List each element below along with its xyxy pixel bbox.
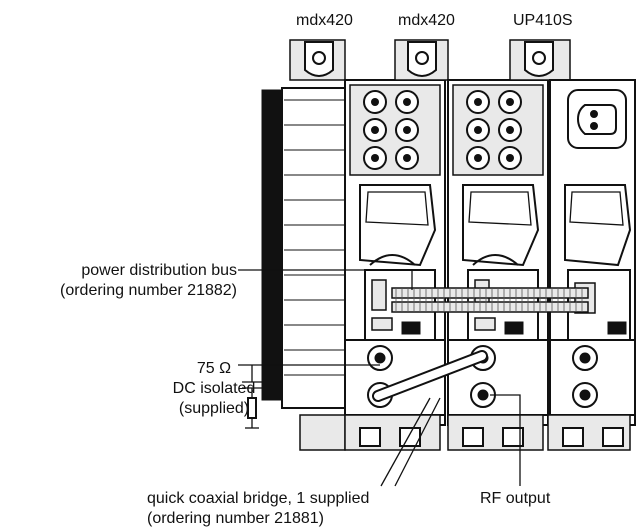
module-up410s (509, 39, 636, 451)
power-socket-icon (576, 104, 617, 135)
bridge-ordering-label: (ordering number 21881) (147, 510, 324, 527)
terminator-resistor-icon (242, 365, 262, 429)
module-label-3: UP410S (513, 12, 573, 29)
termination-label: 75 Ω (197, 360, 231, 377)
module-label-1: mdx420 (296, 12, 353, 29)
power-distribution-bus (391, 287, 589, 313)
leader-lines (238, 269, 521, 487)
supplied-label: (supplied) (179, 400, 249, 417)
rf-output-label: RF output (480, 490, 551, 507)
bridge-label: quick coaxial bridge, 1 supplied (147, 490, 369, 507)
dc-isolated-label: DC isolated (173, 380, 256, 397)
power-bus-label: power distribution bus (81, 262, 237, 279)
power-bus-ordering-label: (ordering number 21882) (60, 282, 237, 299)
quick-coaxial-bridge (372, 350, 488, 402)
module-label-2: mdx420 (398, 12, 455, 29)
heatsink (261, 87, 351, 409)
